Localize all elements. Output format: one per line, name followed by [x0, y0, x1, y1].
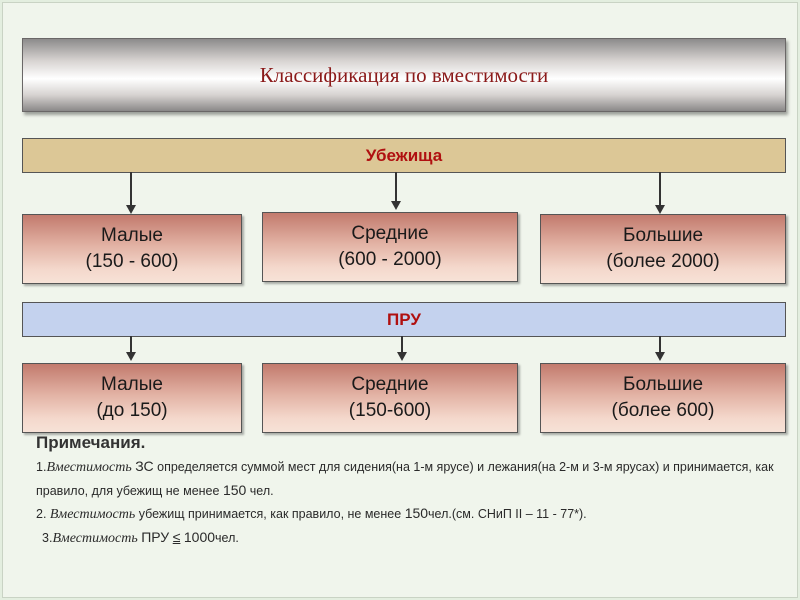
box-range: (до 150) [96, 400, 168, 421]
diagram-title: Классификация по вместимости [259, 62, 549, 87]
note-2-quantity: 150 [404, 505, 429, 521]
box-name: Средние [351, 374, 429, 395]
box-name: Большие [622, 225, 704, 246]
note-3: 3.Вместимость ПРУ ≤ 1000чел. [36, 526, 786, 550]
note-2-text: убежищ принимается, как правило, не мене… [138, 507, 402, 521]
note-3-unit: чел. [215, 531, 239, 545]
box-range: (более 600) [611, 400, 715, 421]
note-3-keyword: Вместимость [52, 531, 138, 546]
pru-label: ПРУ [387, 309, 421, 329]
pru-small-box: Малые (до 150) [22, 363, 242, 433]
note-2-keyword: Вместимость [49, 507, 136, 522]
note-2-number: 2. [36, 507, 47, 521]
box-name: Средние [351, 223, 429, 244]
shelters-small-box: Малые (150 - 600) [22, 214, 242, 284]
box-range: (150 - 600) [85, 251, 179, 272]
box-name: Малые [101, 225, 163, 246]
note-1: 1.Вместимость ЗС определяется суммой мес… [36, 455, 786, 502]
note-1-unit: чел. [249, 484, 274, 498]
note-1-quantity: 150 [222, 482, 247, 498]
note-2-unit: чел.(см. СНиП II – 11 - 77*). [428, 507, 587, 521]
note-2: 2. Вместимость убежищ принимается, как п… [36, 502, 786, 526]
shelters-label: Убежища [365, 145, 443, 165]
note-3-subject: ПРУ [141, 529, 170, 545]
box-range: (600 - 2000) [338, 249, 442, 270]
note-3-quantity: 1000 [183, 529, 216, 545]
note-3-sign: ≤ [172, 529, 181, 545]
box-name: Малые [101, 374, 163, 395]
pru-medium-box: Средние (150-600) [262, 363, 518, 433]
pru-band: ПРУ [22, 302, 786, 337]
note-1-keyword: Вместимость [46, 460, 132, 475]
notes-title: Примечания. [36, 433, 146, 452]
title-bar: Классификация по вместимости [22, 38, 786, 112]
note-1-zs: ЗС [135, 458, 154, 474]
notes-section: Примечания. 1.Вместимость ЗС определяетс… [36, 433, 786, 550]
pru-large-box: Большие (более 600) [540, 363, 786, 433]
note-1-text: определяется суммой мест для сидения(на … [36, 460, 774, 498]
box-range: (более 2000) [606, 251, 720, 272]
box-range: (150-600) [348, 400, 432, 421]
note-3-number: 3. [42, 531, 53, 545]
shelters-band: Убежища [22, 138, 786, 173]
box-name: Большие [622, 374, 704, 395]
shelters-medium-box: Средние (600 - 2000) [262, 212, 518, 282]
shelters-large-box: Большие (более 2000) [540, 214, 786, 284]
note-1-number: 1. [36, 460, 47, 474]
